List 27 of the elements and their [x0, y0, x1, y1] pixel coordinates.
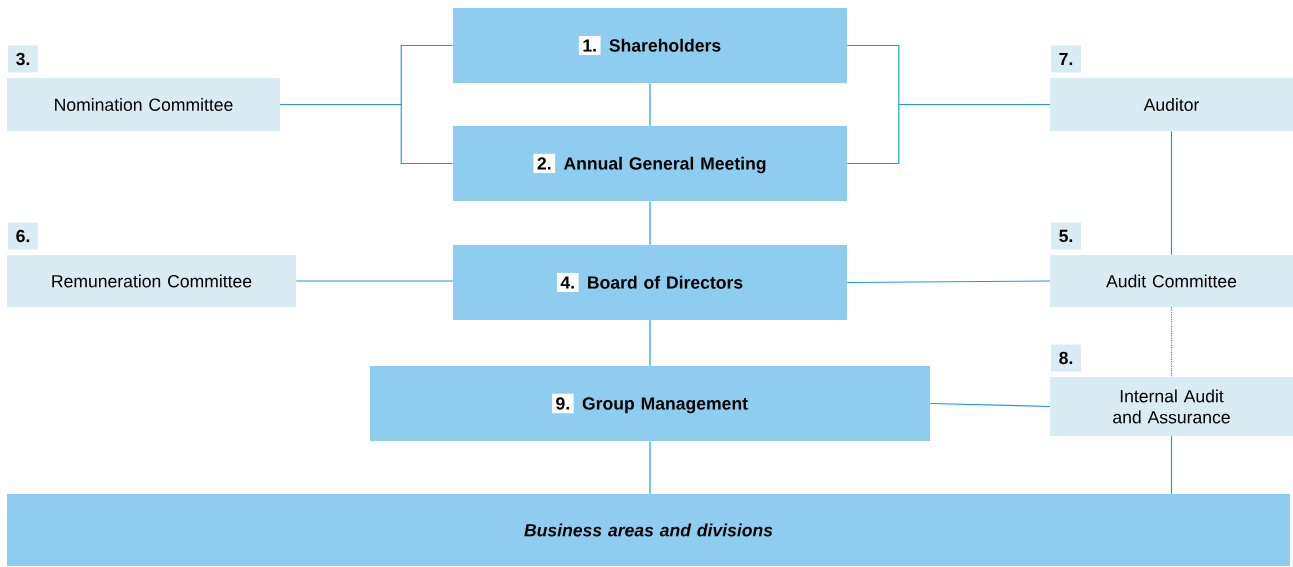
- committee-box: Nomination Committee: [7, 78, 280, 131]
- number-badge: 5.: [1051, 222, 1081, 250]
- org-box: 2. Annual General Meeting: [453, 126, 847, 201]
- number-badge: 3.: [8, 45, 38, 73]
- connector-line: [649, 319, 651, 367]
- committee-box: Audit Committee: [1050, 255, 1293, 307]
- connector-line: [649, 82, 651, 127]
- connector-line: [649, 200, 651, 246]
- number-badge: 6.: [8, 222, 38, 250]
- org-band: Business areas and divisions: [7, 494, 1291, 566]
- committee-box: Internal Audit and Assurance: [1050, 377, 1293, 436]
- number-badge: 8.: [1051, 344, 1081, 372]
- committee-box: Auditor: [1050, 78, 1293, 131]
- org-box: 4. Board of Directors: [453, 245, 847, 320]
- connector-line: [295, 280, 454, 282]
- connector-line: [1170, 435, 1173, 495]
- dotted-connector: [1170, 306, 1173, 378]
- connector-line: [1170, 130, 1173, 256]
- committee-box: Remuneration Committee: [7, 255, 296, 307]
- org-box: 9. Group Management: [370, 366, 930, 441]
- connector-line: [279, 103, 454, 165]
- connector-line: [929, 402, 1051, 408]
- connector-line: [649, 440, 651, 495]
- org-box: 1. Shareholders: [453, 8, 847, 83]
- connector-line: [846, 103, 1051, 165]
- connector-line: [846, 280, 1051, 284]
- number-badge: 7.: [1051, 45, 1081, 73]
